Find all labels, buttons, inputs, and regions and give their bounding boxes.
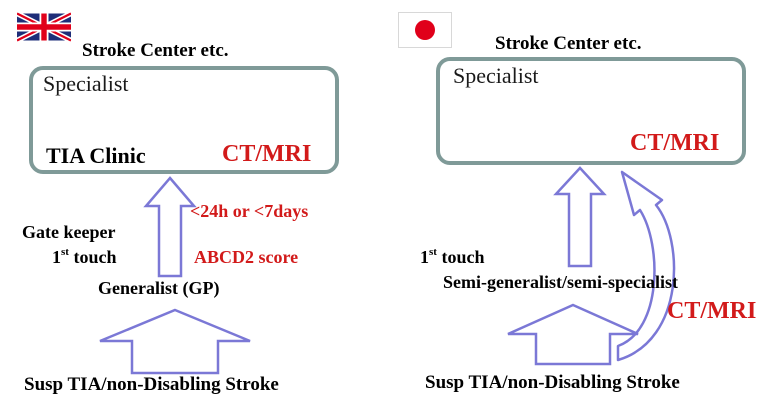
uk-header: Stroke Center etc. (82, 40, 229, 61)
uk-tia-clinic-label: TIA Clinic (46, 143, 146, 168)
jp-up-arrow-small (553, 166, 607, 268)
uk-first-touch-num: 1 (52, 247, 61, 267)
jp-up-arrow-large (507, 303, 639, 366)
uk-timing-label: <24h or <7days (190, 201, 309, 221)
uk-imaging-label: CT/MRI (222, 141, 312, 167)
japan-flag-icon (398, 12, 452, 48)
jp-curved-direct-arrow (616, 170, 676, 362)
uk-bottom-label: Susp TIA/non-Disabling Stroke (24, 374, 279, 395)
uk-first-touch-label: 1st touch (52, 247, 116, 268)
uk-flag-icon (17, 11, 71, 43)
jp-first-touch-label: 1st touch (420, 247, 484, 268)
uk-specialist-box (29, 66, 339, 174)
jp-header: Stroke Center etc. (495, 33, 642, 54)
uk-first-touch-sup: st (61, 246, 69, 258)
jp-specialist-box (436, 57, 746, 165)
uk-score-label: ABCD2 score (194, 247, 299, 267)
uk-up-arrow-large (99, 308, 251, 375)
jp-first-touch-num: 1 (420, 247, 429, 267)
uk-up-arrow-small (143, 176, 197, 278)
jp-first-touch-word: touch (436, 247, 485, 267)
jp-specialist-label: Specialist (453, 63, 539, 88)
jp-bottom-label: Susp TIA/non-Disabling Stroke (425, 372, 680, 393)
uk-first-touch-word: touch (68, 247, 117, 267)
jp-direct-imaging-label: CT/MRI (667, 298, 757, 324)
jp-semi-label: Semi-generalist/semi-specialist (443, 272, 678, 292)
uk-specialist-label: Specialist (43, 71, 129, 96)
uk-generalist-label: Generalist (GP) (98, 278, 220, 298)
jp-imaging-label: CT/MRI (630, 130, 720, 156)
jp-first-touch-sup: st (429, 246, 437, 258)
uk-gate-keeper-label: Gate keeper (22, 222, 116, 242)
